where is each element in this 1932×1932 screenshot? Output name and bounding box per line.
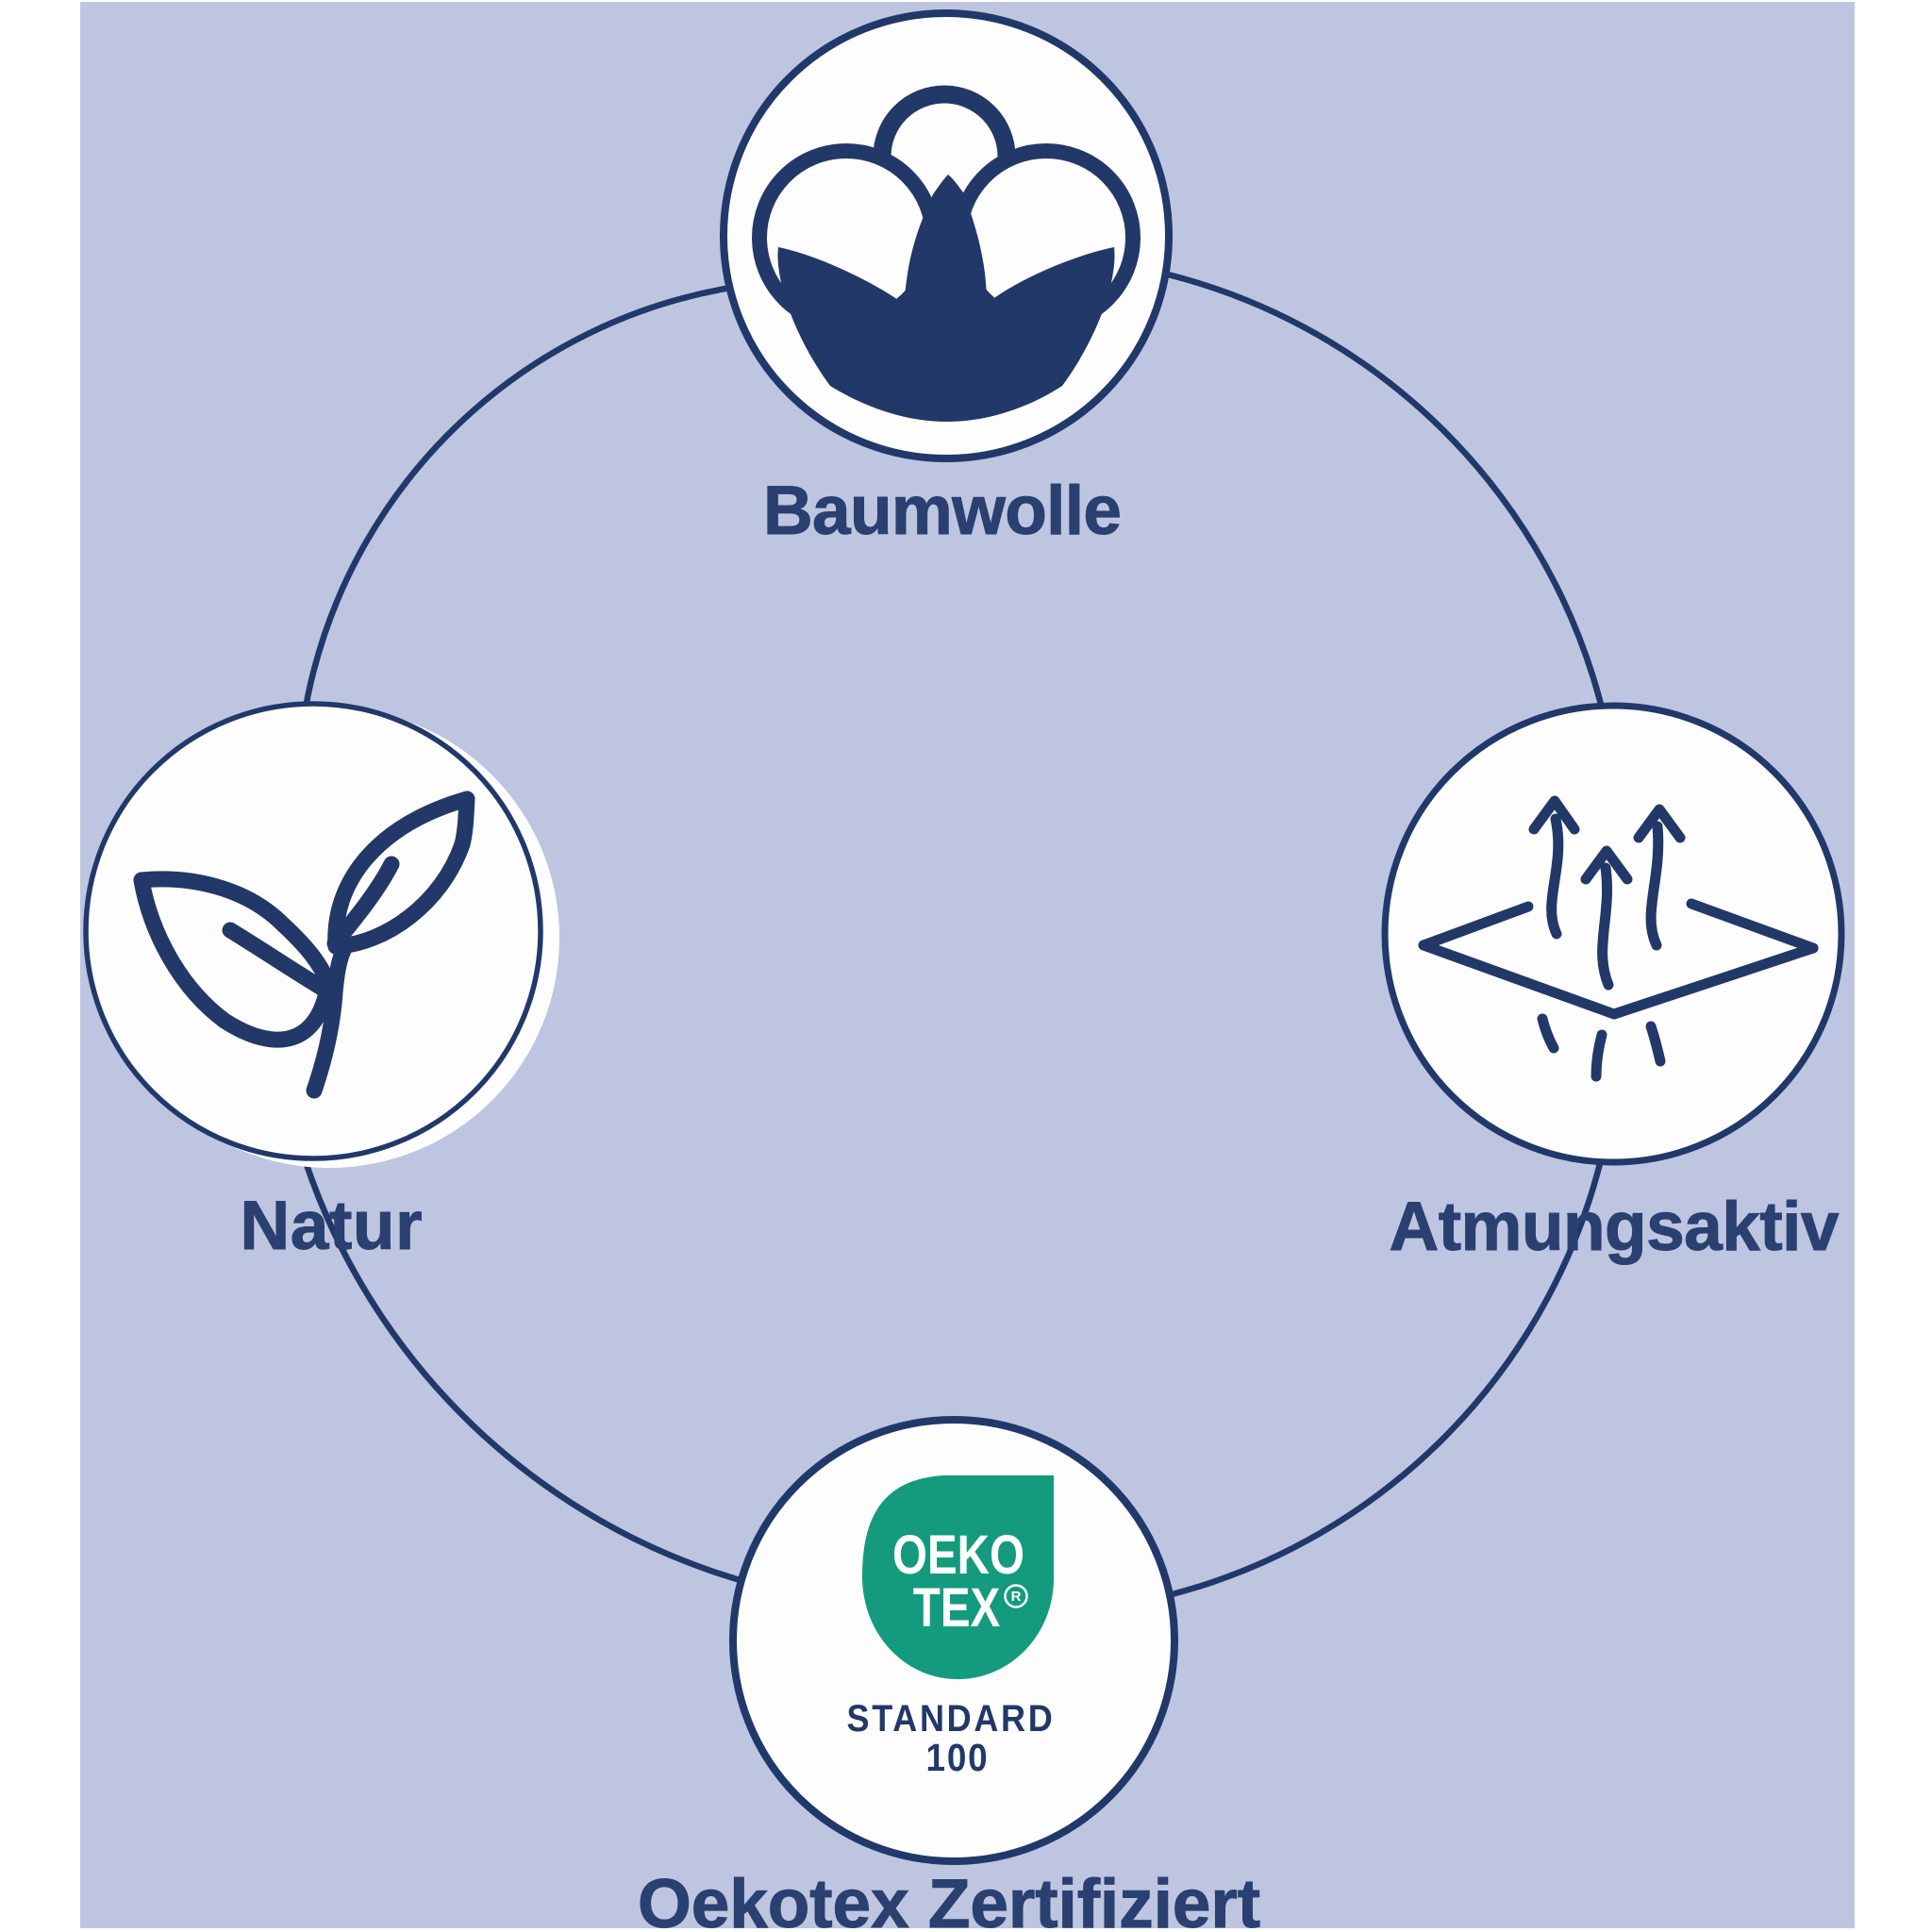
svg-text:Oekotex Zertifiziert: Oekotex Zertifiziert <box>638 1866 1260 1932</box>
svg-text:R: R <box>1011 1589 1022 1605</box>
svg-text:STANDARD: STANDARD <box>847 1698 1056 1740</box>
svg-text:Baumwolle: Baumwolle <box>763 473 1122 549</box>
svg-text:Natur: Natur <box>241 1188 423 1264</box>
svg-text:100: 100 <box>926 1737 990 1779</box>
svg-text:Atmungsaktiv: Atmungsaktiv <box>1390 1189 1840 1265</box>
svg-text:TEX: TEX <box>913 1578 1000 1640</box>
svg-text:OEKO: OEKO <box>892 1525 1024 1587</box>
